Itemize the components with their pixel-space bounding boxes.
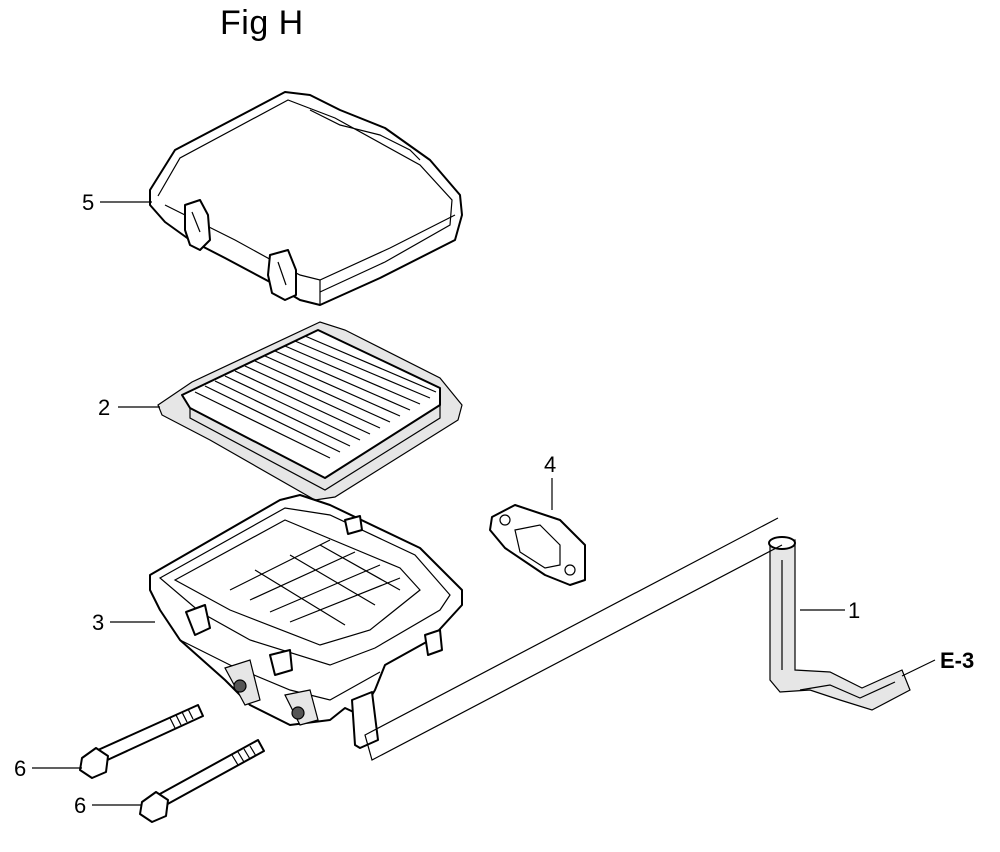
bolt-upper xyxy=(79,704,204,779)
callout-5: 5 xyxy=(82,190,94,215)
breather-tube xyxy=(768,536,911,711)
callout-4: 4 xyxy=(544,452,556,477)
callout-6-upper: 6 xyxy=(14,756,26,781)
callout-6-lower: 6 xyxy=(74,793,86,818)
callout-1: 1 xyxy=(848,598,860,623)
gasket xyxy=(489,504,586,586)
callout-3: 3 xyxy=(92,610,104,635)
bolt-lower xyxy=(139,739,265,823)
reference-e3: E-3 xyxy=(940,648,974,673)
callout-2: 2 xyxy=(98,395,110,420)
air-cleaner-element xyxy=(157,321,463,501)
air-cleaner-case xyxy=(149,494,463,749)
connection-line xyxy=(364,517,783,761)
figure-title: Fig H xyxy=(220,4,304,42)
leader-ref-e3 xyxy=(901,659,936,677)
air-cleaner-cover xyxy=(149,91,463,306)
